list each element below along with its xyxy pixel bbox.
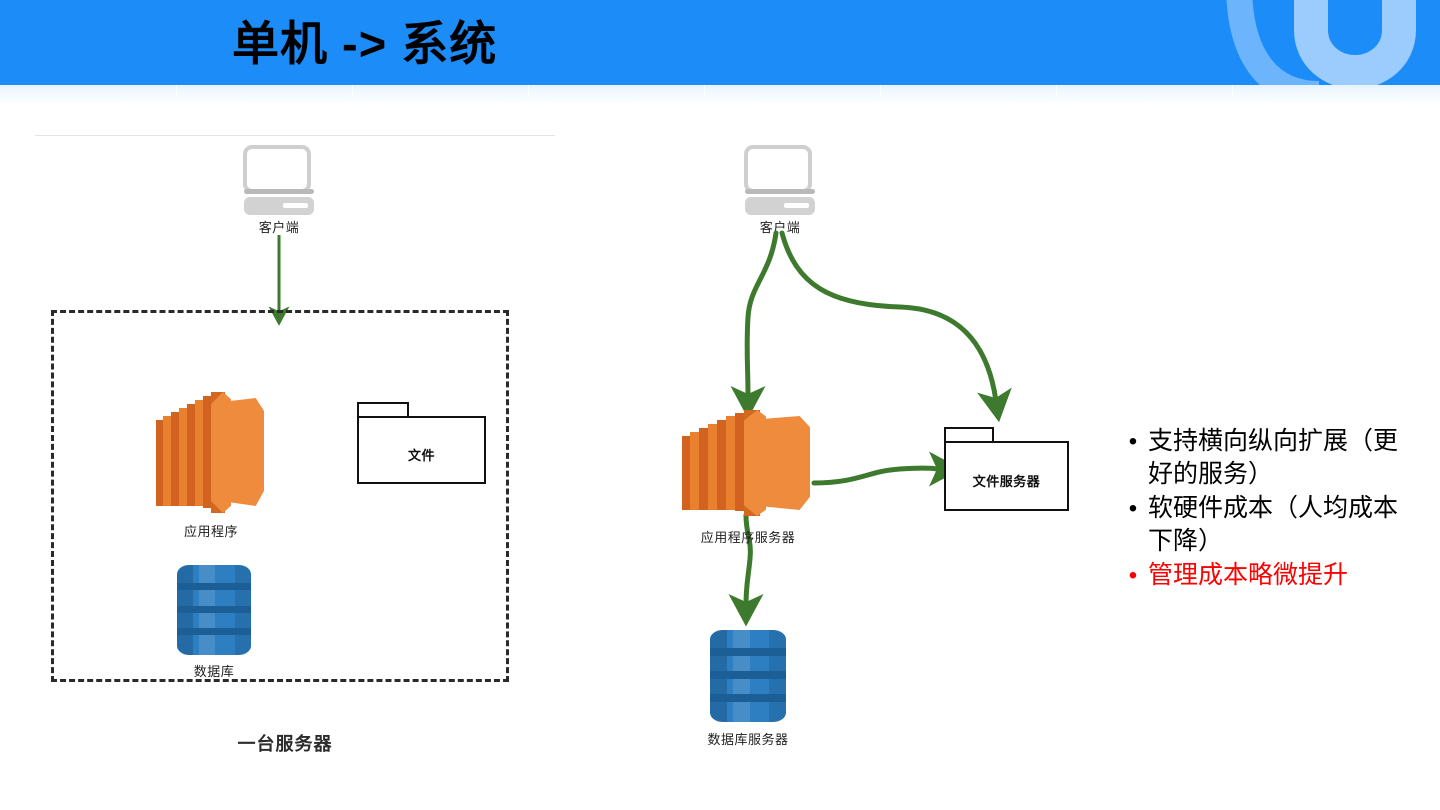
page-title: 单机 -> 系统	[232, 17, 498, 70]
single-server-caption: 一台服务器	[237, 734, 333, 754]
arrow-client-to-file-server	[779, 230, 1012, 423]
arrow-app-to-db-server	[728, 512, 764, 627]
header-banner: 单机 -> 系统	[0, 0, 1440, 85]
bullet-marker-icon: •	[1128, 428, 1138, 455]
application-label: 应用程序	[183, 524, 238, 539]
application-icon	[156, 390, 266, 515]
slide-content: 客户端 应用程序	[0, 107, 1440, 810]
client-label: 客户端	[759, 220, 801, 235]
bullet-marker-icon: •	[1128, 495, 1138, 522]
bullet-item: • 支持横向纵向扩展（更好的服务）	[1118, 425, 1418, 491]
client-label: 客户端	[258, 220, 300, 235]
application-server-icon	[682, 410, 814, 518]
file-package: 文件	[357, 402, 486, 484]
bullet-text: 管理成本略微提升	[1148, 561, 1349, 589]
arrow-client-to-server	[268, 235, 290, 326]
application-server-label: 应用程序服务器	[700, 530, 796, 545]
bullet-item: • 管理成本略微提升	[1118, 559, 1418, 592]
distributed-system-diagram: 客户端	[600, 135, 1100, 785]
bullet-text: 支持横向纵向扩展（更好的服务）	[1148, 427, 1399, 488]
arrow-app-to-file-server	[811, 451, 962, 487]
file-server-package: 文件服务器	[944, 427, 1069, 511]
file-package-label: 文件	[407, 448, 435, 463]
bullet-marker-icon: •	[1128, 562, 1138, 589]
arrow-client-to-app-server	[730, 230, 779, 419]
ucloud-u-logo	[1226, 0, 1416, 85]
database-server-icon	[710, 630, 786, 722]
single-server-diagram: 客户端 应用程序	[35, 135, 560, 775]
database-label: 数据库	[193, 664, 235, 679]
file-server-label: 文件服务器	[972, 474, 1041, 489]
client-icon	[744, 145, 816, 215]
header-underglow	[0, 85, 1440, 107]
diagram-top-rule	[35, 135, 555, 136]
benefits-bullet-list: • 支持横向纵向扩展（更好的服务） • 软硬件成本（人均成本下降） • 管理成本…	[1118, 425, 1418, 593]
bullet-item: • 软硬件成本（人均成本下降）	[1118, 492, 1418, 558]
client-icon	[243, 145, 315, 215]
connector-arrows	[728, 230, 1012, 627]
database-server-label: 数据库服务器	[707, 732, 789, 747]
server-boundary-box	[51, 310, 509, 682]
bullet-text: 软硬件成本（人均成本下降）	[1148, 494, 1399, 555]
database-icon	[177, 565, 251, 655]
